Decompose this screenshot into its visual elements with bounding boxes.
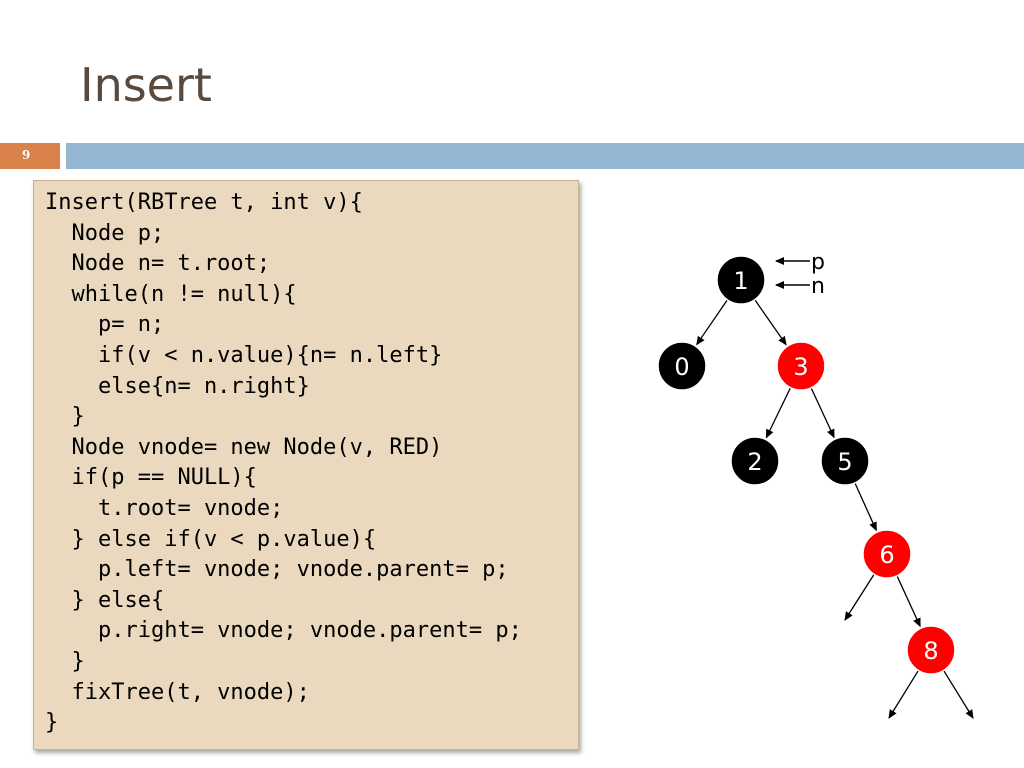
slide-title: Insert bbox=[80, 58, 212, 112]
null-child-edge bbox=[888, 670, 919, 719]
code-line: p= n; bbox=[45, 312, 165, 338]
code-line: p.left= vnode; vnode.parent= p; bbox=[45, 557, 509, 583]
tree-node-6: 6 bbox=[862, 529, 912, 579]
node-label: 6 bbox=[879, 541, 894, 569]
tree-edge bbox=[765, 387, 792, 439]
tree-node-5: 5 bbox=[820, 436, 870, 486]
node-circle bbox=[906, 625, 956, 675]
code-line: Node vnode= new Node(v, RED) bbox=[45, 434, 443, 460]
node-circle bbox=[730, 436, 780, 486]
node-label: 3 bbox=[793, 353, 808, 381]
code-line: while(n != null){ bbox=[45, 281, 297, 307]
tree-edge bbox=[696, 299, 728, 346]
null-child-edge bbox=[943, 670, 974, 719]
code-line: } else if(v < p.value){ bbox=[45, 526, 377, 552]
code-line: Node p; bbox=[45, 220, 165, 246]
code-line: p.right= vnode; vnode.parent= p; bbox=[45, 618, 522, 644]
node-label: 8 bbox=[923, 637, 938, 665]
code-line: if(v < n.value){n= n.left} bbox=[45, 342, 443, 368]
node-label: 2 bbox=[747, 448, 762, 476]
tree-edge bbox=[754, 299, 787, 346]
node-circle bbox=[862, 529, 912, 579]
code-line: } else{ bbox=[45, 587, 165, 613]
code-panel: Insert(RBTree t, int v){ Node p; Node n=… bbox=[33, 180, 579, 750]
pointer-label-n: n bbox=[811, 274, 825, 299]
page-number: 9 bbox=[22, 148, 31, 162]
tree-pointers: pn bbox=[775, 250, 825, 299]
node-label: 1 bbox=[733, 267, 748, 295]
node-label: 5 bbox=[837, 448, 852, 476]
code-line: else{n= n.right} bbox=[45, 373, 310, 399]
tree-node-8: 8 bbox=[906, 625, 956, 675]
code-line: Node n= t.root; bbox=[45, 251, 271, 277]
tree-node-0: 0 bbox=[657, 341, 707, 391]
tree-nodes: 1 0 3 2 5 6 8 bbox=[657, 255, 956, 675]
code-line: Insert(RBTree t, int v){ bbox=[45, 190, 363, 215]
title-divider-bar bbox=[66, 143, 1024, 169]
code-line: t.root= vnode; bbox=[45, 495, 284, 521]
code-line: } bbox=[45, 648, 85, 674]
red-black-tree-diagram: 1 0 3 2 5 6 8 pn bbox=[657, 250, 974, 719]
node-circle bbox=[716, 255, 766, 305]
pointer-label-p: p bbox=[811, 250, 825, 275]
code-listing: Insert(RBTree t, int v){ Node p; Node n=… bbox=[45, 188, 522, 739]
tree-node-2: 2 bbox=[730, 436, 780, 486]
null-child-edge bbox=[844, 573, 875, 621]
node-circle bbox=[820, 436, 870, 486]
node-label: 0 bbox=[674, 353, 689, 381]
code-line: } bbox=[45, 710, 59, 736]
tree-edge bbox=[854, 482, 877, 532]
page-number-badge bbox=[0, 143, 60, 169]
node-circle bbox=[776, 341, 826, 391]
code-line: } bbox=[45, 404, 85, 430]
node-circle bbox=[657, 341, 707, 391]
tree-edges bbox=[696, 299, 974, 719]
tree-node-1: 1 bbox=[716, 255, 766, 305]
code-line: if(p == NULL){ bbox=[45, 465, 257, 491]
tree-node-3: 3 bbox=[776, 341, 826, 391]
code-line: fixTree(t, vnode); bbox=[45, 679, 310, 705]
tree-edge bbox=[810, 387, 835, 439]
tree-edge bbox=[896, 575, 921, 628]
